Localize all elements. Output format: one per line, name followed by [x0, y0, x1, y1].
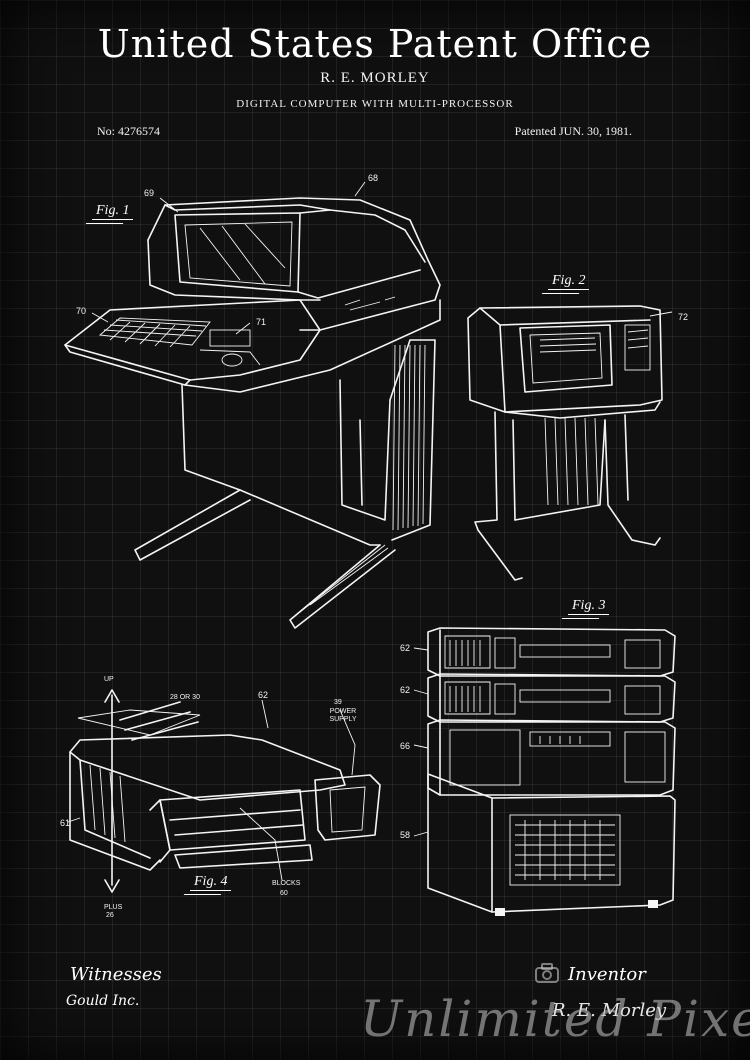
ref-71: 71 — [256, 317, 267, 327]
ref-plus: PLUS — [104, 904, 123, 911]
inventor-signature: R. E. Morley — [552, 1000, 667, 1021]
ref-66: 66 — [400, 741, 411, 751]
fig3-drawing — [413, 627, 676, 916]
witnesses-label: Witnesses — [70, 964, 162, 985]
ref-69: 69 — [144, 188, 155, 198]
ref-28-or-30: 28 OR 30 — [170, 694, 200, 701]
fig4-label: Fig. 4 — [190, 874, 232, 891]
ref-62-top: 62 — [400, 643, 411, 653]
fig1-drawing — [64, 181, 441, 629]
page-title: United States Patent Office — [97, 22, 653, 66]
ref-62-second: 62 — [400, 685, 411, 695]
witness-signature: Gould Inc. — [66, 993, 140, 1009]
fig2-drawing — [467, 305, 673, 581]
ref-26: 26 — [106, 912, 114, 919]
ref-blocks: BLOCKS — [272, 880, 301, 887]
ref-up: UP — [104, 676, 114, 683]
ref-61: 61 — [60, 818, 71, 828]
patent-number: No: 4276574 — [97, 124, 160, 138]
watermark: Unlimited Pixel — [360, 990, 750, 1048]
ref-62-module: 62 — [258, 690, 269, 700]
ref-68: 68 — [368, 173, 379, 183]
patent-subtitle: DIGITAL COMPUTER WITH MULTI-PROCESSOR — [236, 98, 514, 110]
fig4-drawing — [67, 689, 381, 893]
fig2-label: Fig. 2 — [548, 273, 590, 290]
fig3-label: Fig. 3 — [568, 598, 610, 615]
ref-58: 58 — [400, 830, 411, 840]
inventor-label: Inventor — [568, 964, 646, 985]
ref-60: 60 — [280, 890, 288, 897]
fig1-label: Fig. 1 — [92, 203, 134, 220]
camera-icon — [535, 963, 559, 983]
ref-70: 70 — [76, 306, 87, 316]
patent-date: Patented JUN. 30, 1981. — [514, 124, 632, 138]
ref-39: 39 — [334, 699, 342, 706]
ref-power-supply: POWER SUPPLY — [329, 708, 357, 723]
inventor-name: R. E. MORLEY — [320, 70, 430, 86]
ref-72: 72 — [678, 312, 689, 322]
